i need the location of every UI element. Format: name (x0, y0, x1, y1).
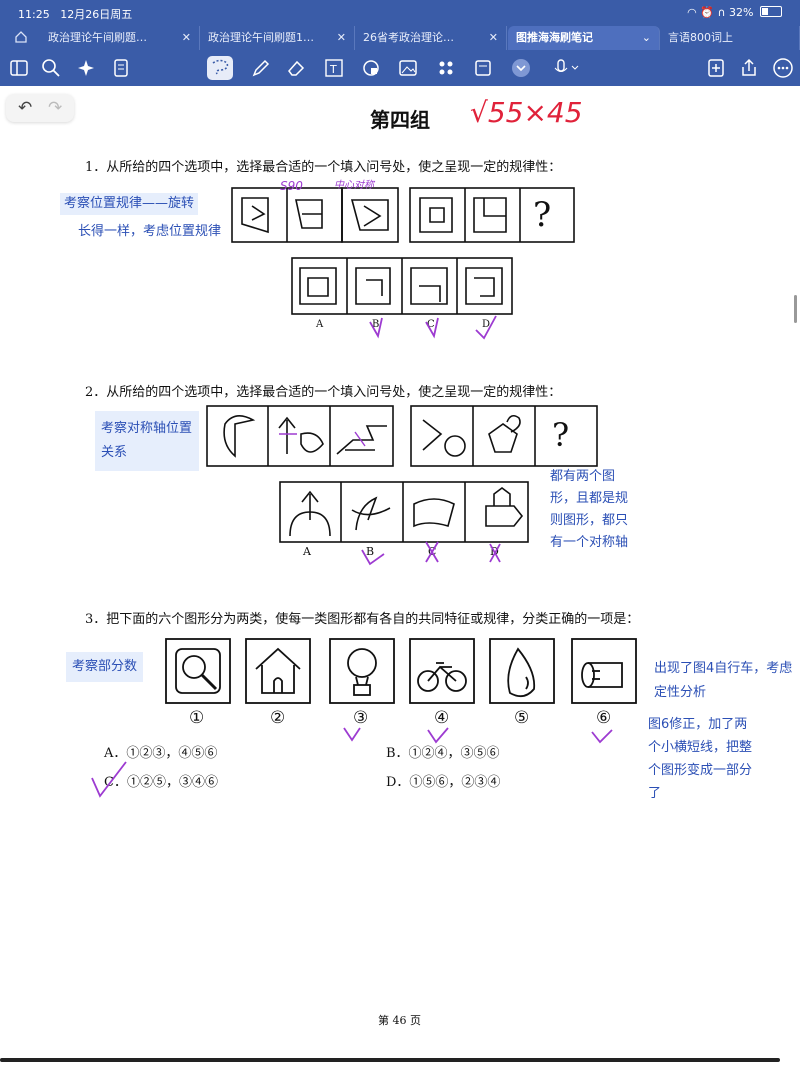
page-footer: 第 46 页 (378, 1014, 421, 1027)
scrollbar[interactable] (794, 295, 797, 323)
q1-check-marks (369, 315, 497, 340)
tab-label: 政治理论午间刷题… (48, 31, 147, 44)
q3-figure-label-5: ⑤ (514, 708, 530, 728)
q3-side-note-1: 出现了图4自行车，考虑定性分析 (654, 661, 793, 700)
textbox-icon[interactable]: T (323, 57, 345, 79)
lasso-tool-selected[interactable] (207, 56, 233, 80)
q1-option-a[interactable]: A (316, 319, 324, 330)
q1-hand-mark-1: S90 (280, 179, 303, 193)
more-chevron-icon[interactable] (510, 57, 532, 79)
sidebar-icon[interactable] (8, 57, 30, 79)
undo-icon[interactable]: ↶ (18, 98, 33, 118)
q2-option-b[interactable]: B (366, 545, 375, 558)
q2-option-a[interactable]: A (303, 545, 311, 558)
q2-sequence-figures: ? (206, 405, 598, 467)
q3-side-note-2: 图6修正，加了两个小横短线，把整个图形变成一部分了 (648, 717, 753, 801)
status-time: 11:25 12月26日周五 (18, 8, 133, 21)
wifi-icon: ◠ (687, 6, 697, 19)
q3-figure-label-2: ② (270, 708, 286, 728)
q1-option-c[interactable]: C (427, 319, 435, 330)
q2-check-marks (361, 541, 501, 566)
note-icon[interactable] (472, 57, 494, 79)
q2-side-note: 都有两个图形，且都是规则图形，都只有一个对称轴 (550, 469, 629, 550)
q3-figure-label-6: ⑥ (596, 708, 612, 728)
lasso-icon (212, 59, 229, 75)
svg-text:T: T (329, 63, 337, 76)
q3-figure-label-4: ④ (434, 708, 450, 728)
document-icon[interactable] (110, 57, 132, 79)
q3-note: 考察部分数 (66, 652, 144, 682)
home-icon[interactable] (14, 30, 28, 44)
q3-figures (165, 638, 637, 704)
image-icon[interactable] (397, 57, 419, 79)
headphones-icon: ∩ (717, 6, 726, 19)
q3-figure-label-1: ① (189, 708, 205, 728)
tab-2[interactable]: 政治理论午间刷题1… ✕ (200, 26, 355, 50)
close-icon[interactable]: ✕ (181, 31, 191, 44)
status-bar: 11:25 12月26日周五 ◠ ⏰ ∩ 32% (0, 0, 800, 26)
q3-text: 3．把下面的六个图形分为两类，使每一类图形都有各自的共同特征或规律，分类正确的一… (85, 612, 640, 627)
page-title: 第四组 (370, 108, 430, 132)
more-icon[interactable] (772, 57, 794, 79)
pen-icon[interactable] (250, 57, 272, 79)
q3-choice-a[interactable]: A．①②③，④⑤⑥ (104, 746, 218, 761)
q2-option-figures (279, 481, 529, 543)
chevron-down-icon[interactable]: ⌄ (641, 31, 651, 44)
ai-sparkle-icon[interactable] (75, 57, 97, 79)
q1-text: 1．从所给的四个选项中，选择最合适的一个填入问号处，使之呈现一定的规律性： (85, 160, 562, 175)
q2-note: 考察对称轴位置关系 (95, 411, 199, 471)
q3-check-marks (91, 727, 613, 798)
status-right: ◠ ⏰ ∩ 32% (687, 6, 782, 19)
tab-3[interactable]: 26省考政治理论… ✕ (355, 26, 507, 50)
tab-bar: 政治理论午间刷题… ✕ 政治理论午间刷题1… ✕ 26省考政治理论… ✕ 图推海海刷笔… (0, 26, 800, 50)
q3-figure-label-3: ③ (353, 708, 369, 728)
home-indicator (0, 1058, 780, 1062)
search-icon[interactable] (40, 57, 62, 79)
tab-4-active[interactable]: 图推海海刷笔记 ⌄ (508, 26, 660, 50)
app-chrome: 11:25 12月26日周五 ◠ ⏰ ∩ 32% 政治理论午间刷题… ✕ 政治理论… (0, 0, 800, 86)
q2-question-mark: ? (552, 416, 569, 454)
redo-icon[interactable]: ↷ (48, 98, 63, 118)
tab-5[interactable]: 言语800词上 (660, 26, 800, 50)
close-icon[interactable]: ✕ (336, 31, 346, 44)
undo-redo-panel: ↶ ↷ (6, 94, 74, 122)
alarm-icon: ⏰ (700, 6, 714, 19)
toolbar: T (0, 50, 800, 86)
q3-choice-d[interactable]: D．①⑤⑥，②③④ (386, 775, 501, 790)
battery-icon (760, 6, 782, 17)
add-page-icon[interactable] (705, 57, 727, 79)
tab-label: 图推海海刷笔记 (516, 31, 593, 44)
score-handwriting: √55×45 (470, 96, 583, 129)
tab-1[interactable]: 政治理论午间刷题… ✕ (40, 26, 200, 50)
q1-option-b[interactable]: B (372, 319, 380, 330)
q1-question-mark: ? (533, 195, 551, 235)
mic-icon[interactable] (552, 57, 579, 79)
q1-note: 考察位置规律——旋转 (60, 193, 199, 215)
grid-icon[interactable] (435, 57, 457, 79)
eraser-icon[interactable] (285, 57, 307, 79)
q1-hand-mark-2: 中心对称 (334, 179, 376, 191)
q3-choice-b[interactable]: B．①②④，③⑤⑥ (386, 746, 500, 761)
q1-note-sub: 长得一样，考虑位置规律 (78, 224, 222, 239)
battery-percent: 32% (729, 6, 754, 19)
q3-choice-c[interactable]: C．①②⑤，③④⑥ (104, 775, 218, 790)
share-icon[interactable] (738, 57, 760, 79)
shape-icon[interactable] (360, 57, 382, 79)
tab-label: 言语800词上 (668, 31, 733, 44)
tab-label: 政治理论午间刷题1… (208, 31, 314, 44)
q1-option-figures (291, 257, 513, 315)
q2-text: 2．从所给的四个选项中，选择最合适的一个填入问号处，使之呈现一定的规律性： (85, 385, 562, 400)
q1-option-d[interactable]: D (482, 319, 491, 330)
close-icon[interactable]: ✕ (488, 31, 498, 44)
q1-sequence-figures: ? S90 中心对称 (231, 179, 575, 243)
tab-label: 26省考政治理论… (363, 31, 454, 44)
